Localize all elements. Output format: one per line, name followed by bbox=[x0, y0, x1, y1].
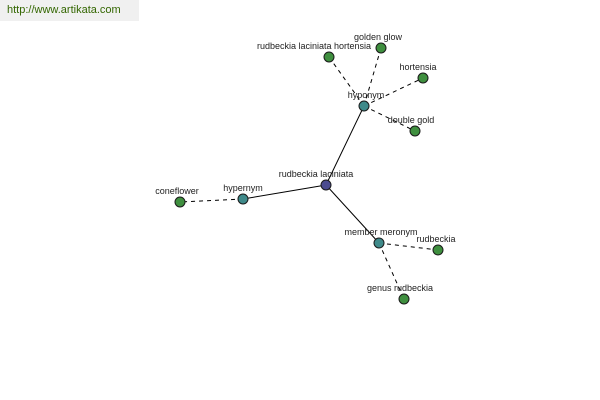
node-leaf-rudbeckia[interactable] bbox=[432, 244, 444, 256]
node-leaf-double-gold[interactable] bbox=[409, 125, 421, 137]
source-url-watermark[interactable]: http://www.artikata.com bbox=[0, 0, 139, 21]
labels-layer: rudbeckia laciniata hyponym rudbeckia laci… bbox=[155, 32, 455, 293]
label-leaf-rudbeckia[interactable]: rudbeckia bbox=[416, 234, 455, 244]
label-relation-hypernym[interactable]: hypernym bbox=[223, 183, 263, 193]
edge-center-to-member-meronym bbox=[325, 184, 380, 244]
edges-layer bbox=[179, 47, 439, 300]
edge-hyponym-to-hortensia bbox=[363, 77, 424, 107]
edge-hyponym-to-rudbeckia-laciniata-hortensia bbox=[328, 56, 365, 107]
node-leaf-golden-glow[interactable] bbox=[375, 42, 387, 54]
node-leaf-coneflower[interactable] bbox=[174, 196, 186, 208]
label-relation-hyponym[interactable]: hyponym bbox=[348, 90, 385, 100]
node-center[interactable] bbox=[320, 179, 332, 191]
node-relation-member-meronym[interactable] bbox=[373, 237, 385, 249]
node-leaf-genus-rudbeckia[interactable] bbox=[398, 293, 410, 305]
node-relation-hyponym[interactable] bbox=[358, 100, 370, 112]
nodes-layer bbox=[174, 42, 444, 305]
label-leaf-hortensia[interactable]: hortensia bbox=[399, 62, 436, 72]
label-leaf-coneflower[interactable]: coneflower bbox=[155, 186, 199, 196]
node-relation-hypernym[interactable] bbox=[237, 193, 249, 205]
node-leaf-hortensia[interactable] bbox=[417, 72, 429, 84]
label-leaf-golden-glow[interactable]: golden glow bbox=[354, 32, 403, 42]
label-center[interactable]: rudbeckia laciniata bbox=[279, 169, 354, 179]
label-leaf-double-gold[interactable]: double gold bbox=[388, 115, 435, 125]
label-leaf-genus-rudbeckia[interactable]: genus rudbeckia bbox=[367, 283, 433, 293]
edge-hyponym-to-double-gold bbox=[363, 105, 416, 132]
edge-member-meronym-to-genus-rudbeckia bbox=[378, 242, 405, 300]
edge-hyponym-to-golden-glow bbox=[363, 47, 382, 107]
edge-center-to-hypernym bbox=[242, 184, 327, 200]
edge-member-meronym-to-rudbeckia bbox=[378, 242, 439, 251]
node-leaf-rudbeckia-laciniata-hortensia[interactable] bbox=[323, 51, 335, 63]
label-relation-member-meronym[interactable]: member meronym bbox=[344, 227, 417, 237]
edge-hypernym-to-coneflower bbox=[179, 198, 244, 203]
label-leaf-rudbeckia-laciniata-hortensia[interactable]: rudbeckia laciniata hortensia bbox=[257, 41, 371, 51]
edge-center-to-hyponym bbox=[325, 105, 365, 186]
